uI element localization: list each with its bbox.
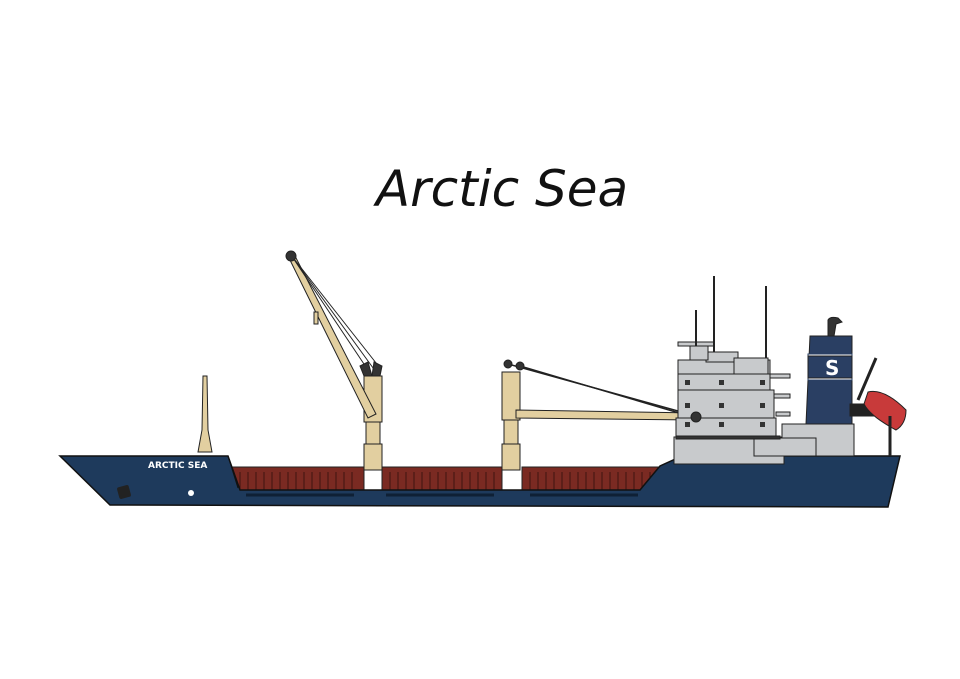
- forward-mast: [197, 375, 213, 453]
- bridge-masts: [695, 276, 767, 358]
- ship-title: Arctic Sea: [375, 160, 629, 218]
- lifeboat: [849, 357, 907, 456]
- superstructure-windows: [685, 380, 765, 427]
- crane-2: [501, 359, 697, 471]
- funnel-letter: S: [825, 356, 839, 380]
- cargo-hatch-1: [231, 466, 365, 492]
- funnel: [805, 316, 853, 425]
- deck-line: [227, 455, 239, 489]
- porthole: [188, 490, 194, 496]
- crane-1: [285, 250, 383, 471]
- cargo-hatches: [231, 466, 663, 492]
- anchor-icon: [117, 485, 131, 499]
- superstructure: [673, 341, 855, 465]
- crane-2-pivot: [690, 411, 702, 423]
- hull-name-label: ARCTIC SEA: [148, 461, 207, 471]
- cargo-hatch-3: [521, 466, 663, 492]
- cargo-hatch-2: [381, 466, 503, 492]
